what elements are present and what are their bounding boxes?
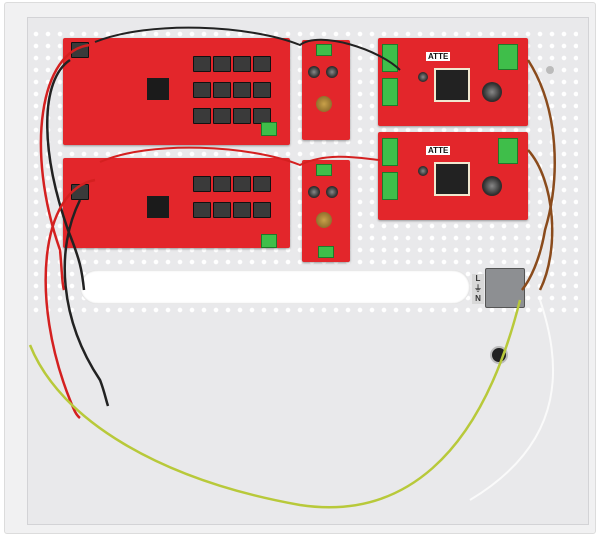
wire-white [469, 299, 555, 501]
converter-board-bottom [302, 160, 350, 262]
psu-board-bottom: ATTE [378, 132, 528, 220]
cable-slot [80, 270, 470, 304]
wire-earth [28, 299, 522, 509]
psu-brand-label: ATTE [426, 146, 451, 155]
wire-red-bottom [44, 178, 96, 419]
wire-brown-mains [521, 59, 556, 291]
psu-brand-label: ATTE [426, 52, 451, 61]
switch-board-top [63, 38, 290, 145]
label-n: N [475, 294, 481, 303]
wire-black-bottom [63, 199, 110, 407]
wire-black-supply [94, 26, 401, 71]
wire-black-top [46, 58, 86, 291]
mount-hole [546, 66, 554, 74]
label-earth: ⏚ [474, 284, 482, 293]
label-l: L [475, 274, 481, 283]
terminal-labels: L ⏚ N [472, 274, 484, 304]
converter-board-top [302, 40, 350, 140]
switch-board-bottom [63, 158, 290, 248]
wire-brown-mains-2 [527, 149, 554, 291]
wire-red-supply [99, 146, 381, 167]
psu-board-top: ATTE [378, 38, 528, 126]
wire-red-top [39, 43, 91, 291]
